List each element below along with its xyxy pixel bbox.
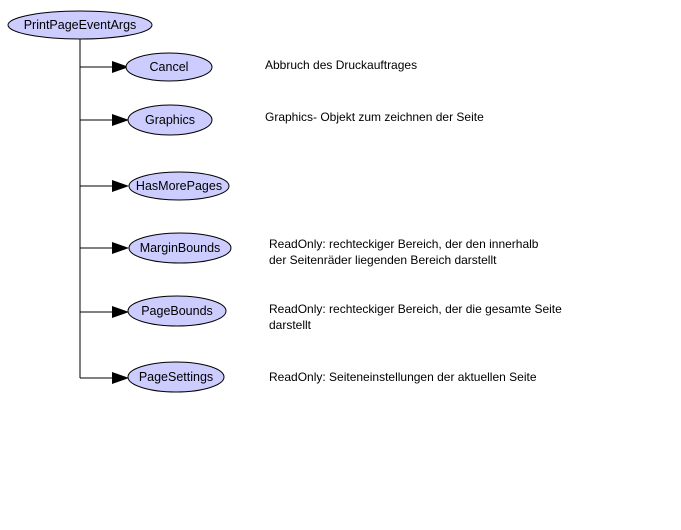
description-pagebounds: ReadOnly: rechteckiger Bereich, der die … xyxy=(269,302,562,332)
node-label-graphics: Graphics xyxy=(145,113,195,127)
property-node-pagesettings: PageSettings xyxy=(80,361,225,393)
root-node: PrintPageEventArgs xyxy=(7,10,153,40)
property-node-graphics: Graphics xyxy=(80,104,213,136)
property-node-pagebounds: PageBounds xyxy=(80,295,227,327)
node-label-cancel: Cancel xyxy=(150,60,189,74)
property-node-cancel: Cancel xyxy=(80,52,213,82)
node-ellipse-hasmorepages xyxy=(128,171,230,201)
property-node-hasmorepages: HasMorePages xyxy=(80,171,230,201)
arrowhead-hasmorepages xyxy=(112,180,129,192)
description-graphics: Graphics- Objekt zum zeichnen der Seite xyxy=(265,110,484,124)
description-marginbounds: ReadOnly: rechteckiger Bereich, der den … xyxy=(269,237,539,267)
node-label-marginbounds: MarginBounds xyxy=(140,241,221,255)
description-cancel: Abbruch des Druckauftrages xyxy=(265,58,418,72)
root-node-ellipse xyxy=(7,10,153,40)
arrowhead-pagesettings xyxy=(112,372,129,384)
node-ellipse-cancel xyxy=(125,52,213,82)
node-label-pagebounds: PageBounds xyxy=(141,304,213,318)
node-ellipse-graphics xyxy=(127,104,213,136)
node-ellipse-pagebounds xyxy=(127,295,227,327)
property-node-marginbounds: MarginBounds xyxy=(80,232,232,264)
node-label-pagesettings: PageSettings xyxy=(139,370,213,384)
arrowhead-graphics xyxy=(112,114,129,126)
node-ellipse-marginbounds xyxy=(128,232,232,264)
arrowhead-marginbounds xyxy=(112,242,129,254)
root-node-label: PrintPageEventArgs xyxy=(24,18,137,32)
node-label-hasmorepages: HasMorePages xyxy=(136,179,222,193)
arrowhead-pagebounds xyxy=(112,306,129,318)
node-ellipse-pagesettings xyxy=(127,361,225,393)
arrowhead-cancel xyxy=(112,61,129,73)
description-pagesettings: ReadOnly: Seiteneinstellungen der aktuel… xyxy=(269,370,537,384)
